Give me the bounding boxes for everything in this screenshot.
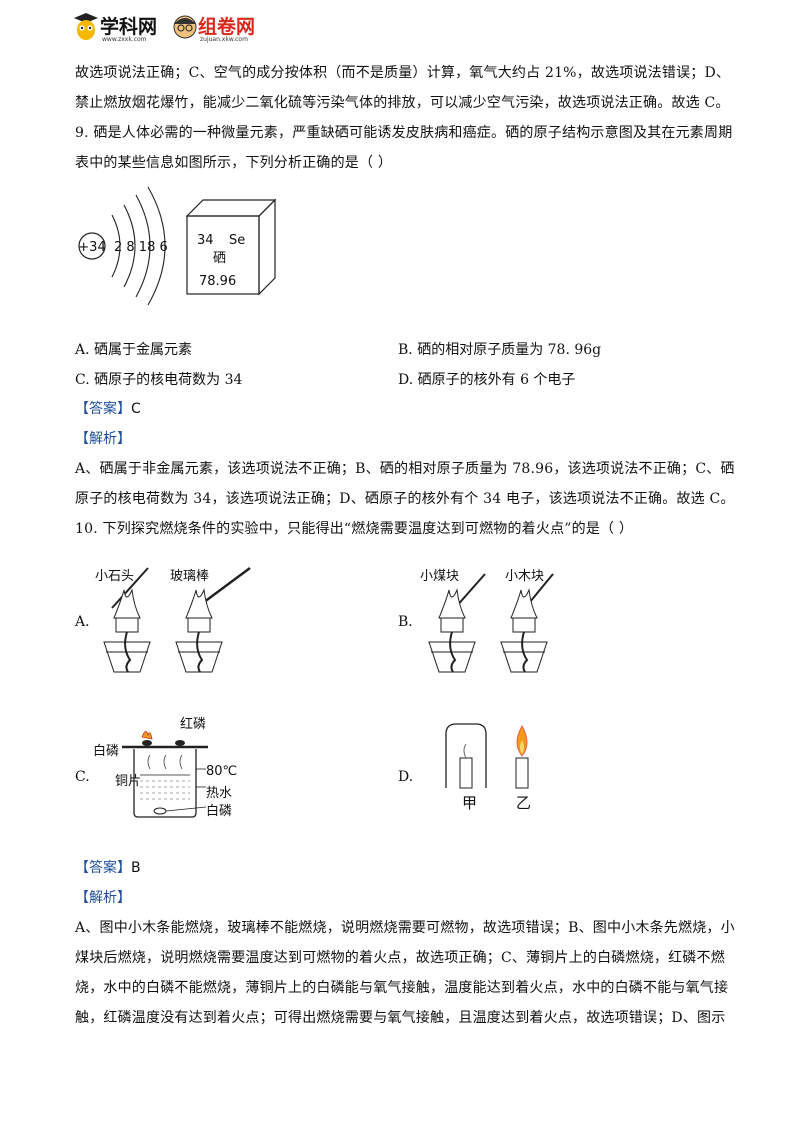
q10-analysis-1: A、图中小木条能燃烧，玻璃棒不能燃烧，说明燃烧需要可燃物，故选项错误；B、图中小…: [75, 920, 735, 936]
electron-shell-2: [123, 204, 136, 288]
fig-d-candles: [445, 723, 529, 789]
fig-d-candle-yi: [515, 757, 529, 789]
q10-fig-d-letter: D.: [398, 769, 414, 785]
intro-line-2: 禁止燃放烟花爆竹，能减少二氧化硫等污染气体的排放，可以减少空气污染，故选项说法正…: [75, 95, 730, 111]
q9-analysis-1: A、硒属于非金属元素，该选项说法不正确；B、硒的相对原子质量为 78.96，该选…: [75, 461, 735, 477]
fig-c-white-phosphorus-top: 白磷: [93, 744, 120, 759]
fig-b-left-label: 小煤块: [420, 569, 460, 584]
q9-analysis-tag: 【解析】: [75, 431, 131, 447]
q9-stem-2: 表中的某些信息如图所示，下列分析正确的是（ ）: [75, 155, 393, 171]
q10-fig-c-letter: C.: [75, 769, 90, 785]
fig-a-lamp-left: [103, 588, 151, 673]
q9-answer: 【答案】C: [75, 399, 141, 419]
nucleus-circle: [78, 232, 106, 260]
q9-analysis-2: 原子的核电荷数为 34，该选项说法正确；D、硒原子的核外有个 34 电子，该选项…: [75, 491, 735, 507]
element-name: 硒: [213, 251, 226, 266]
header: 学科网 www.zxxk.com 组卷网 zujuan.xkw.com: [72, 10, 332, 46]
fig-a-left-label: 小石头: [95, 569, 135, 584]
fig-a-right-label: 玻璃棒: [170, 569, 210, 584]
fig-c-red-phosphorus: 红磷: [180, 717, 207, 732]
q10-analysis-4: 触，红磷温度没有达到着火点；可得出燃烧需要与氧气接触，且温度达到着火点，故选项错…: [75, 1010, 726, 1026]
atom-structure-diagram: +34 2 8 18 6: [78, 186, 168, 306]
q10-stem: 10. 下列探究燃烧条件的实验中，只能得出“燃烧需要温度达到可燃物的着火点”的是…: [75, 521, 634, 537]
fig-a-alcohol-lamps: [103, 566, 251, 673]
fig-c-temperature: 80℃: [206, 764, 238, 779]
q9-answer-value: C: [131, 401, 141, 417]
owl-logo-icon: [74, 13, 98, 40]
logo-zujuan: 组卷网: [198, 16, 256, 38]
q9-option-c: C. 硒原子的核电荷数为 34: [75, 372, 243, 388]
logo-zujuan-url: zujuan.xkw.com: [200, 36, 248, 43]
q10-fig-b-letter: B.: [398, 614, 413, 630]
q10-analysis-tag: 【解析】: [75, 890, 131, 906]
q9-option-a: A. 硒属于金属元素: [75, 342, 193, 358]
fig-d-glass-cover: [445, 723, 487, 788]
fig-b-alcohol-lamps: [428, 573, 554, 673]
fig-a-lamp-right: [175, 588, 223, 673]
fig-b-lamp-left: [428, 588, 476, 673]
logo-zxxk-url: www.zxxk.com: [102, 36, 147, 43]
fig-c-hot-water: 热水: [206, 786, 233, 801]
fig-b-lamp-right: [500, 588, 548, 673]
fig-d-label-jia: 甲: [462, 794, 478, 812]
intro-line-1: 故选项说法正确；C、空气的成分按体积（而不是质量）计算，氧气大约占 21%，故选…: [75, 65, 731, 81]
electron-config: 2 8 18 6: [114, 240, 168, 255]
element-mass: 78.96: [199, 274, 236, 289]
q9-option-d: D. 硒原子的核外有 6 个电子: [398, 372, 576, 388]
q9-stem-1: 9. 硒是人体必需的一种微量元素，严重缺硒可能诱发皮肤病和癌症。硒的原子结构示意…: [75, 125, 733, 141]
logo-zxxk: 学科网: [100, 16, 158, 38]
q10-answer-value: B: [131, 860, 141, 876]
electron-shell-4: [147, 186, 166, 306]
fig-b-right-label: 小木块: [505, 569, 545, 584]
fig-d-candle-jia: [459, 757, 473, 789]
element-symbol: Se: [229, 233, 245, 248]
q10-analysis-2: 煤块后燃烧，说明燃烧需要温度达到可燃物的着火点，故选项正确；C、薄铜片上的白磷燃…: [75, 950, 725, 966]
q10-answer: 【答案】B: [75, 858, 141, 878]
q9-option-b: B. 硒的相对原子质量为 78. 96g: [398, 342, 602, 358]
element-card-cube: 34 Se 硒 78.96: [185, 198, 277, 296]
q9-answer-tag: 【答案】: [75, 401, 131, 417]
element-number: 34: [197, 233, 214, 248]
kid-logo-icon: [173, 15, 197, 39]
electron-shell-1: [111, 214, 121, 278]
nucleus-charge: +34: [78, 240, 105, 255]
q10-fig-a-letter: A.: [75, 614, 90, 630]
electron-shell-3: [135, 194, 151, 298]
fig-d-label-yi: 乙: [516, 794, 532, 812]
q10-answer-tag: 【答案】: [75, 860, 131, 876]
fig-c-beaker-experiment: [122, 731, 208, 818]
q10-analysis-3: 烧，水中的白磷不能燃烧，薄铜片上的白磷能与氧气接触，温度能达到着火点，水中的白磷…: [75, 980, 729, 996]
fig-c-white-phosphorus-bottom: 白磷: [206, 804, 233, 819]
